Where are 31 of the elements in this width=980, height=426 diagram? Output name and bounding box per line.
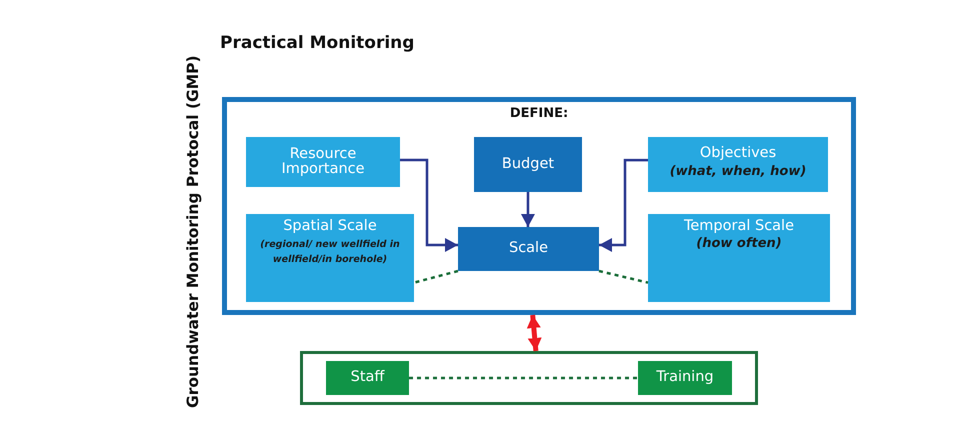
box-title: Spatial Scale [283,219,377,234]
process-box [246,137,400,187]
box-title: Scale [508,241,548,257]
group-frame [300,351,758,405]
group-frame [222,97,856,315]
process-box [474,137,582,192]
process-box [458,227,599,271]
process-box [638,361,732,395]
connector-line [414,270,458,284]
process-box [326,361,409,395]
box-subtitle: (how often) [696,235,782,254]
box-title: Resource Importance [280,146,366,178]
box-title: Budget [502,156,554,172]
side-label: Groundwater Monitoring Protocal (GMP) [184,58,202,408]
process-box [246,214,414,302]
connector-line [598,270,648,284]
box-subtitle: (regional/ new wellfield in wellfield/in borehole) [260,238,400,268]
arrow [400,158,458,252]
diagram-title: Practical Monitoring [220,33,414,53]
box-subtitle: (what, when, how) [670,162,806,181]
box-title: Temporal Scale [684,219,794,234]
box-title: Objectives [700,146,776,162]
group-heading: DEFINE: [510,107,568,121]
arrow [520,192,535,227]
box-title: Staff [350,370,384,386]
connector-line [409,376,638,380]
arrow [599,158,648,252]
process-box [648,137,828,192]
arrow [526,314,542,352]
process-box [648,214,830,302]
box-title: Training [656,370,714,386]
